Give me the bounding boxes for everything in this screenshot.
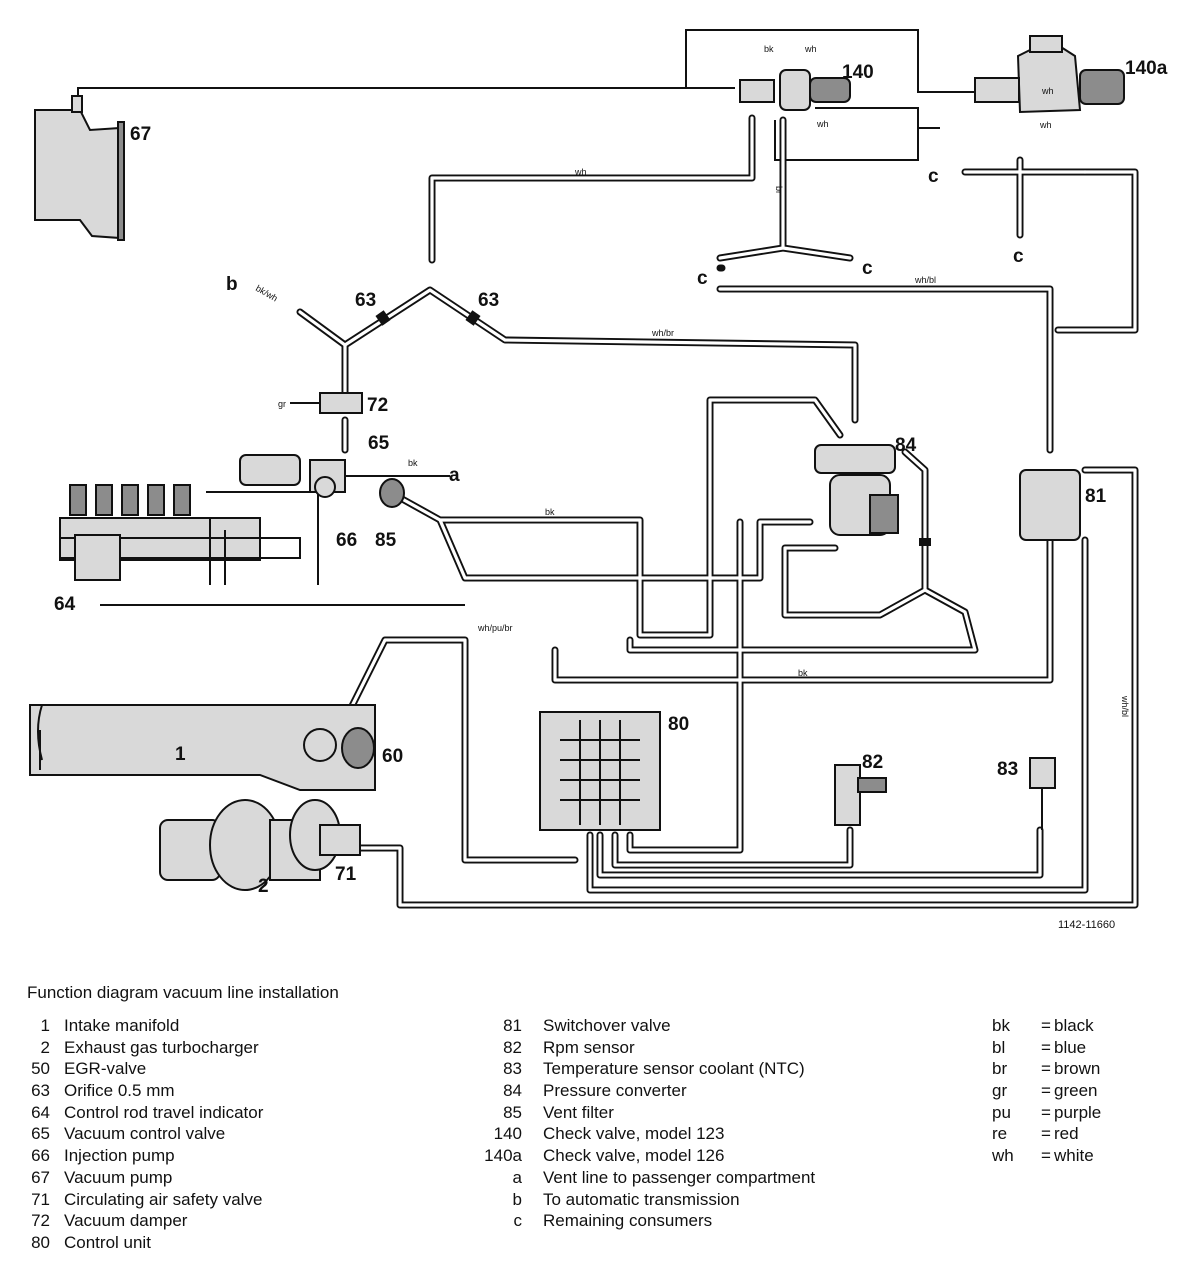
legend-color-item: bk=black bbox=[992, 1016, 1094, 1035]
line-label-br: br bbox=[774, 186, 784, 194]
line-label-wh-140b: wh bbox=[816, 119, 829, 129]
orifice-63-right bbox=[465, 310, 481, 326]
vacuum-pump-67 bbox=[34, 95, 125, 241]
line-label-wh-140: wh bbox=[804, 44, 817, 54]
callout-63-right: 63 bbox=[478, 290, 499, 311]
callout-1: 1 bbox=[175, 744, 186, 765]
callout-140: 140 bbox=[842, 62, 874, 83]
callout-c-4: c bbox=[862, 258, 873, 279]
intake-manifold-1 bbox=[29, 704, 376, 791]
callout-84: 84 bbox=[895, 435, 917, 456]
callout-c-1: c bbox=[928, 166, 939, 187]
line-label-wh-140a: wh bbox=[1041, 86, 1054, 96]
vent-filter-85 bbox=[379, 478, 405, 508]
callout-numbers: 67 140 140a 63 63 72 65 84 81 66 85 64 8… bbox=[54, 58, 1168, 897]
line-color-labels: wh bk wh wh wh wh br bk/wh wh/br wh/bl g… bbox=[254, 44, 1130, 717]
rpm-sensor-82 bbox=[834, 764, 887, 826]
legend-color-item: wh=white bbox=[992, 1146, 1094, 1166]
legend-color-item: gr=green bbox=[992, 1081, 1098, 1101]
line-label-bk-wh: bk/wh bbox=[254, 283, 279, 303]
legend-color-item: bl=blue bbox=[992, 1037, 1087, 1057]
orifice-63-left bbox=[375, 310, 391, 326]
callout-c-2: c bbox=[1013, 246, 1024, 267]
line-label-wh: wh bbox=[574, 167, 587, 177]
pressure-converter-84 bbox=[814, 444, 899, 536]
line-label-wh-br: wh/br bbox=[651, 328, 674, 338]
legend-color-item: br=brown bbox=[992, 1059, 1101, 1079]
vacuum-hoses-inner bbox=[298, 116, 1137, 907]
legend-color-item: re=red bbox=[992, 1124, 1079, 1144]
callout-2: 2 bbox=[258, 876, 269, 897]
callout-b: b bbox=[226, 274, 238, 295]
line-label-bk-a: bk bbox=[408, 458, 418, 468]
line-label-wh-bl: wh/bl bbox=[914, 275, 936, 285]
callout-81: 81 bbox=[1085, 486, 1107, 507]
legend-column-colors: bk=black bl=blue br=brown gr=green pu=pu… bbox=[992, 1015, 1101, 1167]
vacuum-damper-72 bbox=[290, 392, 363, 414]
callout-60: 60 bbox=[382, 746, 403, 767]
orifice-84-line bbox=[919, 538, 931, 546]
callout-65: 65 bbox=[368, 433, 390, 454]
callout-71: 71 bbox=[335, 864, 357, 885]
vacuum-line-diagram: 67 140 140a 63 63 72 65 84 81 66 85 64 8… bbox=[29, 29, 1168, 931]
callout-66: 66 bbox=[336, 530, 357, 551]
vacuum-control-valve-65 bbox=[239, 454, 450, 498]
callout-c-3: c bbox=[697, 268, 708, 289]
check-valve-140 bbox=[739, 69, 851, 111]
injector-nozzles bbox=[69, 484, 191, 516]
callout-82: 82 bbox=[862, 752, 883, 773]
line-label-bk-mid: bk bbox=[545, 507, 555, 517]
callout-72: 72 bbox=[367, 395, 388, 416]
drawing-reference: 1142-11660 bbox=[1058, 919, 1115, 931]
callout-80: 80 bbox=[668, 714, 689, 735]
line-label-wh-bl-vertical: wh/bl bbox=[1120, 695, 1130, 717]
control-rod-indicator-64 bbox=[74, 534, 121, 581]
callout-63-left: 63 bbox=[355, 290, 376, 311]
line-label-bk-bottom: bk bbox=[798, 668, 808, 678]
line-label-gr: gr bbox=[278, 399, 286, 409]
callout-a: a bbox=[449, 465, 460, 486]
legend: Function diagram vacuum line installatio… bbox=[0, 975, 1184, 1266]
line-label-wh-pu-br: wh/pu/br bbox=[477, 623, 513, 633]
callout-140a: 140a bbox=[1125, 58, 1168, 79]
circulating-air-safety-valve-71 bbox=[319, 824, 361, 856]
line-label-wh-140a-b: wh bbox=[1039, 120, 1052, 130]
control-unit-80 bbox=[539, 711, 661, 831]
callout-67: 67 bbox=[130, 124, 151, 145]
egr-valve-60 bbox=[303, 727, 375, 769]
temperature-sensor-83 bbox=[1029, 757, 1056, 830]
check-valve-140a bbox=[974, 35, 1125, 114]
switchover-valve-81 bbox=[1019, 469, 1081, 541]
callout-85: 85 bbox=[375, 530, 397, 551]
callout-83: 83 bbox=[997, 759, 1018, 780]
turbocharger-2 bbox=[159, 799, 341, 891]
callout-64: 64 bbox=[54, 594, 76, 615]
legend-color-item: pu=purple bbox=[992, 1102, 1102, 1122]
line-label-bk-140: bk bbox=[764, 44, 774, 54]
legend-title: Function diagram vacuum line installatio… bbox=[27, 983, 339, 1002]
